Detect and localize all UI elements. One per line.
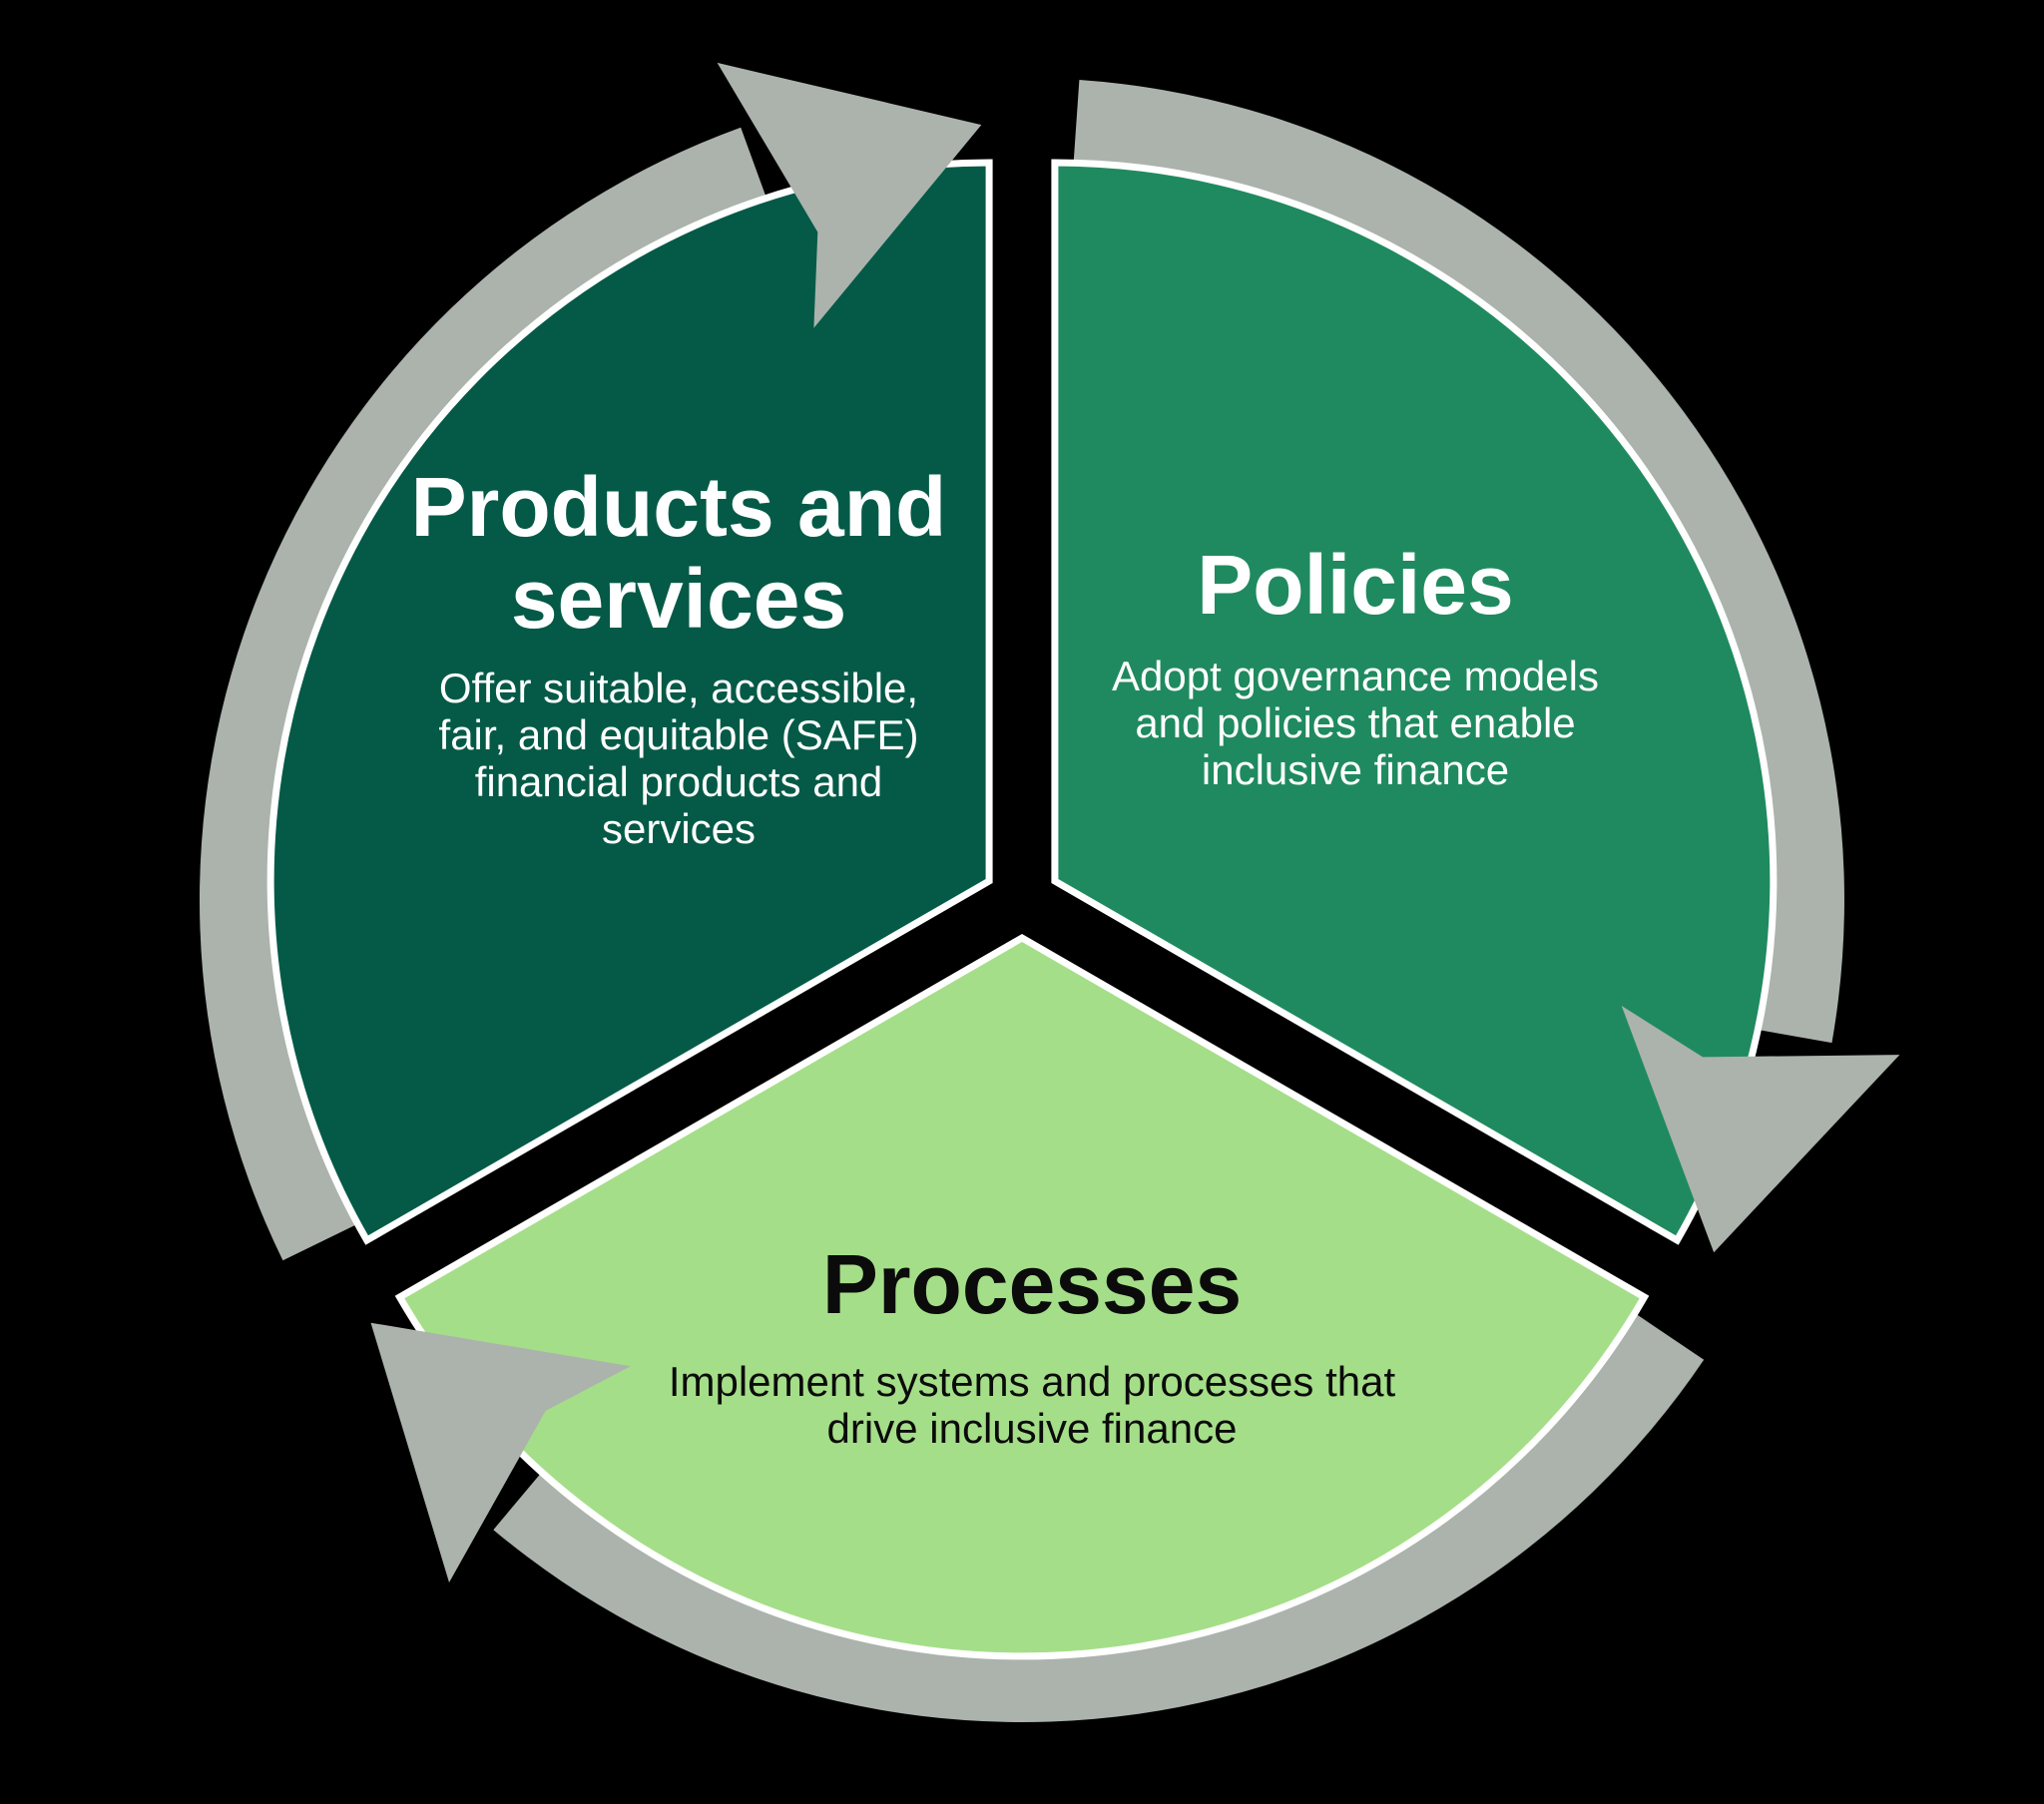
segment-policies-wedge: [1051, 159, 1778, 1245]
segment-processes-wedge: [394, 933, 1650, 1660]
segment-processes-title: Processes: [821, 1237, 1243, 1331]
segment-policies-title: Policies: [1197, 538, 1514, 632]
segment-products-description: Offer suitable, accessible,fair, and equ…: [438, 665, 919, 852]
segment-processes-text: Processes Implement systems and processe…: [533, 1238, 1531, 1452]
segment-products-wedge: [266, 159, 993, 1245]
